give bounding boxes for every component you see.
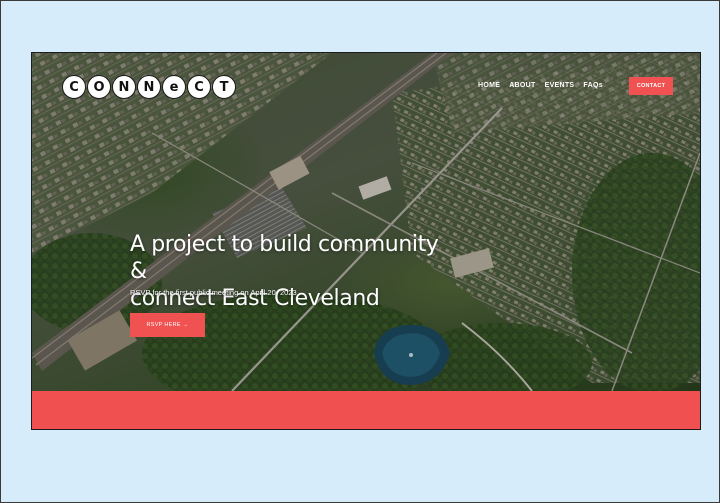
logo-letter: C xyxy=(187,75,211,99)
nav-events-link[interactable]: EVENTS xyxy=(544,82,575,89)
headline-line-2: connect East Cleveland xyxy=(130,286,380,311)
logo-letter: C xyxy=(62,75,86,99)
nav-about-link[interactable]: ABOUT xyxy=(509,82,536,89)
website-frame: C O N N e C T HOME ABOUT EVENTS FAQs CON… xyxy=(31,52,701,430)
aerial-photo-background xyxy=(32,53,700,391)
headline-line-1: A project to build community & xyxy=(130,232,439,284)
hero-section: C O N N e C T HOME ABOUT EVENTS FAQs CON… xyxy=(32,53,700,391)
rsvp-button[interactable]: RSVP HERE → xyxy=(130,313,205,337)
hero-headline: A project to build community & connect E… xyxy=(130,231,460,312)
logo-letter: N xyxy=(112,75,136,99)
nav-home-link[interactable]: HOME xyxy=(478,82,501,89)
connect-logo[interactable]: C O N N e C T xyxy=(62,75,237,99)
hero-overlay xyxy=(32,53,700,391)
logo-letter: O xyxy=(87,75,111,99)
accent-band xyxy=(32,391,700,429)
logo-letter: N xyxy=(137,75,161,99)
nav-faqs-link[interactable]: FAQs xyxy=(583,82,603,89)
hero-subtext: RSVP for the first public meeting on Apr… xyxy=(130,288,297,297)
main-nav: HOME ABOUT EVENTS FAQs xyxy=(478,82,603,89)
logo-letter: T xyxy=(212,75,236,99)
contact-button[interactable]: CONTACT xyxy=(629,77,673,95)
logo-letter: e xyxy=(162,75,186,99)
